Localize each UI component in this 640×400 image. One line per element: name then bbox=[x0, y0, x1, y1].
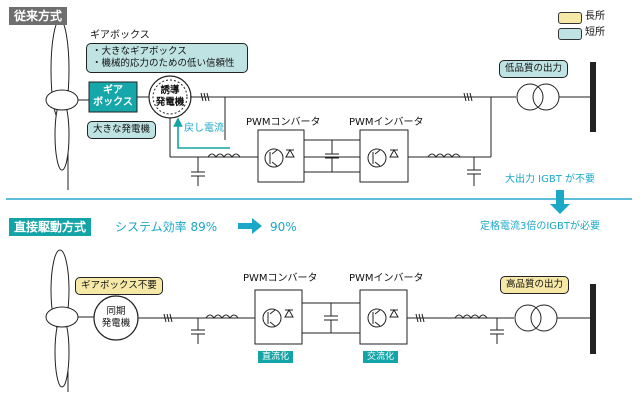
bottom-section-header: 直接駆動方式 bbox=[9, 218, 92, 236]
bottom-grid-bar bbox=[590, 284, 596, 354]
top-inverter-label: PWMインバータ bbox=[349, 117, 424, 128]
induction-generator-label: 誘導 発電機 bbox=[149, 85, 191, 109]
legend-long-swatch bbox=[558, 12, 582, 24]
legend-long-label: 長所 bbox=[585, 11, 605, 22]
top-pwm-inverter-box bbox=[359, 129, 409, 183]
top-converter-label: PWMコンバータ bbox=[246, 117, 321, 128]
bottom-power-line bbox=[138, 302, 514, 344]
dc-conversion-tag: 直流化 bbox=[258, 351, 294, 363]
top-section-header: 従来方式 bbox=[9, 7, 68, 25]
efficiency-before-label: システム効率 89% bbox=[115, 220, 218, 234]
bottom-pwm-inverter-box bbox=[359, 289, 408, 345]
big-generator-box: 大きな発電機 bbox=[87, 121, 157, 139]
gearbox-title: ギアボックス bbox=[90, 30, 150, 41]
bottom-inverter-label: PWMインバータ bbox=[349, 273, 424, 284]
igbt-not-needed-label: 大出力 IGBT が不要 bbox=[505, 174, 596, 185]
top-gearbox-block bbox=[88, 81, 138, 113]
gearbox-block-line-2: ボックス bbox=[93, 97, 133, 108]
top-pwm-converter-box bbox=[257, 129, 305, 183]
gearbox-note-2: ・機械的応力のための低い信頼性 bbox=[92, 58, 235, 69]
top-transformer bbox=[512, 83, 590, 111]
top-grid-bar bbox=[590, 62, 596, 132]
bottom-turbine bbox=[45, 249, 79, 392]
gearbox-block-line-1: ギア bbox=[103, 85, 123, 96]
generator-line-1: 誘導 bbox=[160, 85, 180, 96]
return-current-arrow bbox=[173, 117, 230, 149]
legend-short-label: 短所 bbox=[585, 27, 605, 38]
top-turbine bbox=[45, 19, 89, 190]
gearbox-notes-box: ・大きなギアボックス ・機械的応力のための低い信頼性 bbox=[86, 43, 248, 73]
top-power-line bbox=[169, 92, 512, 186]
bottom-converter-label: PWMコンバータ bbox=[243, 273, 318, 284]
no-gearbox-box: ギアボックス不要 bbox=[75, 277, 163, 295]
generator-line-2: 発電機 bbox=[155, 97, 185, 108]
sync-generator-line-1: 同期 bbox=[106, 306, 126, 317]
gearbox-block-label: ギア ボックス bbox=[89, 85, 137, 109]
return-current-label: 戻し電流 bbox=[184, 123, 224, 134]
bottom-transformer bbox=[514, 304, 590, 332]
down-arrow bbox=[550, 190, 570, 214]
low-quality-output-box: 低品質の出力 bbox=[499, 60, 569, 78]
efficiency-arrow bbox=[238, 218, 262, 234]
efficiency-after-label: 90% bbox=[270, 220, 297, 234]
ac-conversion-tag: 交流化 bbox=[363, 351, 399, 363]
sync-generator-line-2: 発電機 bbox=[101, 318, 131, 329]
gearbox-note-1: ・大きなギアボックス bbox=[92, 46, 187, 57]
legend-short-swatch bbox=[558, 28, 582, 40]
high-quality-output-box: 高品質の出力 bbox=[500, 276, 570, 294]
bottom-pwm-converter-box bbox=[254, 289, 303, 345]
rated-current-note: 定格電流3倍のIGBTが必要 bbox=[480, 221, 601, 232]
sync-generator-label: 同期 発電機 bbox=[94, 306, 138, 330]
